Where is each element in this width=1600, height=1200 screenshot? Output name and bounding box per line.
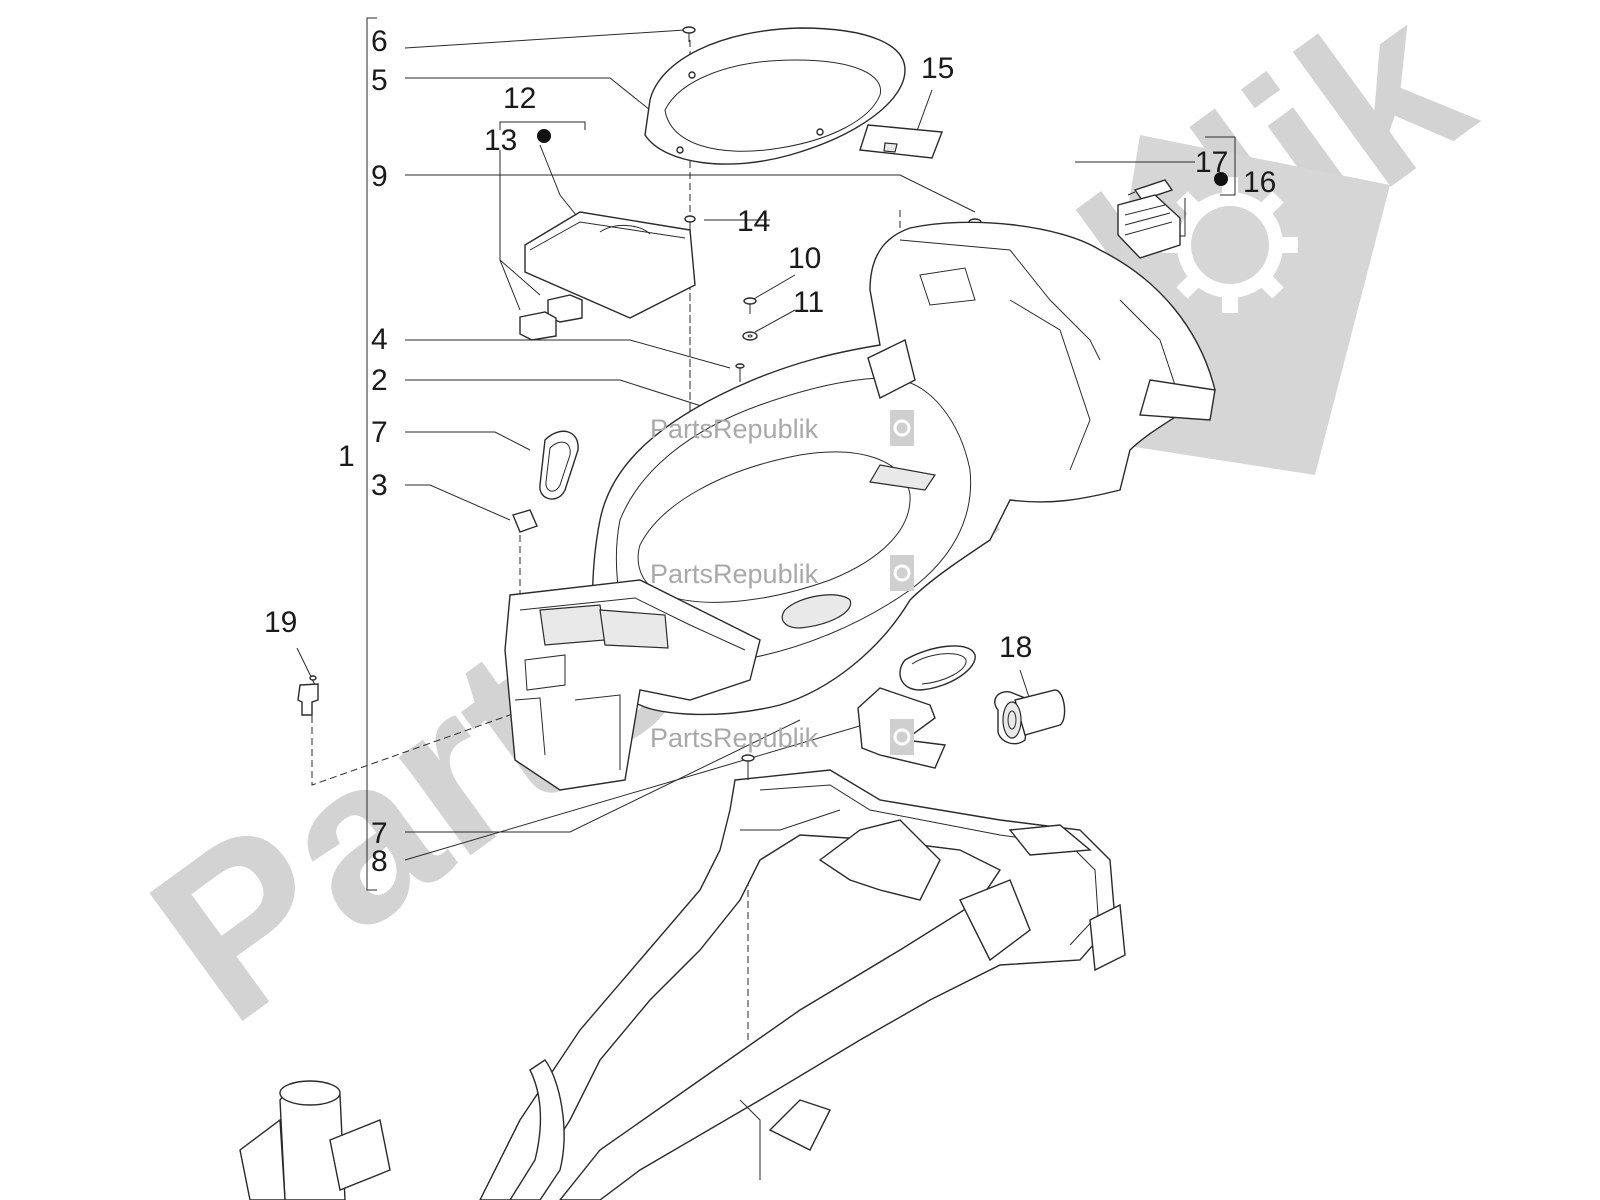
callout-12: 12 <box>503 82 536 115</box>
battery-box-part-12 <box>524 211 696 319</box>
helmet-compartment-part-2 <box>591 221 1216 716</box>
callout-3: 3 <box>371 469 388 502</box>
lamp-part-16 <box>1117 194 1181 259</box>
gasket-part-7b <box>899 645 976 691</box>
cover-lid-part-5 <box>644 27 906 165</box>
callout-6: 6 <box>371 25 388 58</box>
brand-watermark-3-text: PartsRepublik <box>650 723 819 753</box>
brand-watermark-2: PartsRepublik <box>650 555 914 591</box>
clip-part-3 <box>512 509 538 533</box>
group-1-bracket <box>366 17 377 891</box>
brand-watermark-2-text: PartsRepublik <box>650 559 819 589</box>
callout-13: 13 <box>484 124 517 157</box>
screw-part-14 <box>684 215 696 232</box>
bullet-dot-icon <box>537 129 551 143</box>
callout-14: 14 <box>737 205 770 238</box>
callout-18: 18 <box>999 631 1032 664</box>
rear-bin <box>504 579 761 791</box>
screw-part-4 <box>735 363 745 378</box>
callout-7a: 7 <box>371 416 388 449</box>
callout-19: 19 <box>264 606 297 639</box>
callout-2: 2 <box>371 364 388 397</box>
callout-16: 16 <box>1243 166 1276 199</box>
brand-watermark-1: PartsRepublik <box>650 410 914 446</box>
small-lid-part-15 <box>859 124 943 159</box>
battery-blocks-part-13 <box>519 294 583 341</box>
brand-watermark-3: PartsRepublik <box>650 719 914 755</box>
socket-part-18 <box>994 689 1066 745</box>
callout-8: 8 <box>371 845 388 878</box>
brand-watermark-1-text: PartsRepublik <box>650 414 819 444</box>
callout-4: 4 <box>371 323 388 356</box>
callout-9: 9 <box>371 160 388 193</box>
screw-part-10 <box>743 297 757 314</box>
frame <box>239 754 1126 1200</box>
callout-7b: 7 <box>371 817 388 850</box>
switch-part-19 <box>297 675 319 716</box>
callout-15: 15 <box>921 52 954 85</box>
callout-5: 5 <box>371 64 388 97</box>
washer-part-11 <box>742 331 758 341</box>
callout-10: 10 <box>788 242 821 275</box>
brand-watermark-3-gear-icon <box>890 719 914 755</box>
screw-part-6 <box>682 26 696 42</box>
callout-1: 1 <box>338 440 355 473</box>
gasket-part-7a <box>539 430 579 500</box>
callout-11: 11 <box>793 286 824 319</box>
callout-17: 17 <box>1195 146 1228 179</box>
callout-labels: 6 5 12 13 9 14 10 11 4 2 7 1 3 19 7 8 15… <box>264 25 1276 878</box>
brand-watermark-1-gear-icon <box>890 410 914 446</box>
brand-watermark-2-gear-icon <box>890 555 914 591</box>
bulb-part-17 <box>1127 179 1174 201</box>
bullet-dot-icon <box>1214 172 1228 186</box>
